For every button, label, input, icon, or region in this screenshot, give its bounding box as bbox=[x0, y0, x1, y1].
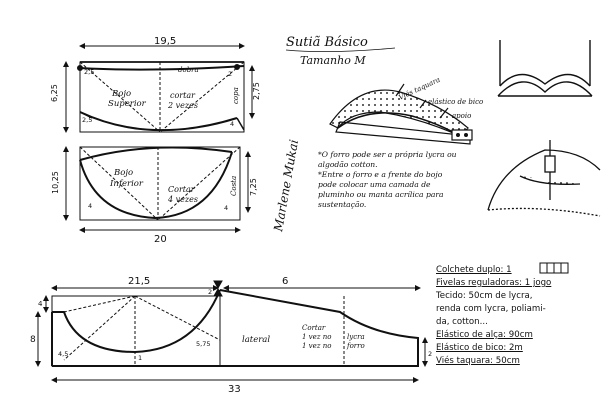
middle-piece bbox=[63, 146, 251, 233]
band-side-edge bbox=[219, 289, 419, 367]
material-regulators: Fivelas reguladoras: 1 jogo bbox=[436, 278, 552, 288]
material-clasp: Colchete duplo: 1 bbox=[436, 265, 512, 275]
support-label: apoio bbox=[452, 112, 471, 120]
band-right-height-label: 2 bbox=[428, 350, 432, 358]
band-diag-left-label: 4,5 bbox=[58, 350, 68, 358]
band-cup-curve bbox=[52, 289, 221, 354]
note-padding: *Entre o forro e a frente do bojo pode c… bbox=[318, 170, 444, 209]
material-edge-elastic: Elástico de bico: 2m bbox=[436, 343, 523, 353]
note-lining: *O forro pode ser a própria lycra ou alg… bbox=[318, 150, 457, 169]
top-width-label: 19,5 bbox=[154, 36, 176, 47]
middle-small-mark-2: 4 bbox=[224, 204, 228, 212]
middle-left-height-label: 10,25 bbox=[51, 171, 60, 194]
top-piece-name-2: Superior bbox=[108, 99, 147, 109]
band-cut-3: 1 vez no bbox=[302, 342, 331, 350]
band-lateral-label: lateral bbox=[242, 335, 270, 345]
top-piece-labels: 19,5 6,25 2,75 Bojo Superior cortar 2 ve… bbox=[50, 36, 261, 128]
top-piece-lower-edge bbox=[79, 111, 238, 132]
band-piece bbox=[35, 280, 428, 383]
top-cut-instruction-1: cortar bbox=[170, 91, 196, 100]
middle-piece-frame bbox=[79, 146, 241, 221]
hook-clasp-icon bbox=[539, 262, 569, 274]
top-small-mark-2: 4 bbox=[230, 120, 234, 128]
band-cut-1: Cortar bbox=[302, 324, 326, 332]
top-piece-name-1: Bojo bbox=[111, 89, 131, 99]
band-cut-2: 1 vez no bbox=[302, 333, 331, 341]
band-top-right-label: 6 bbox=[282, 276, 288, 287]
material-strap-elastic: Elástico de alça: 90cm bbox=[436, 330, 533, 340]
bra-section-illustration bbox=[329, 83, 473, 145]
title-block: Sutiã Básico Tamanho M bbox=[285, 35, 396, 67]
band-mid-mark: 1 bbox=[138, 354, 142, 362]
fold-label: dobra bbox=[178, 66, 199, 74]
material-fabric-3: da, cotton... bbox=[436, 317, 488, 327]
middle-piece-lower-edge bbox=[79, 151, 233, 220]
materials-list: Colchete duplo: 1 Fivelas reguladoras: 1… bbox=[436, 264, 602, 368]
band-left-small-label: 4 bbox=[38, 300, 43, 308]
notes-block: *O forro pode ser a própria lycra ou alg… bbox=[318, 150, 458, 210]
band-fabric-2: forro bbox=[346, 342, 365, 350]
material-fabric-2: renda com lycra, poliami- bbox=[436, 304, 546, 314]
top-piece-upper-edge bbox=[79, 65, 245, 71]
top-small-mark-1: 2,5 bbox=[82, 116, 92, 124]
middle-right-height-label: 7,25 bbox=[249, 178, 258, 196]
band-bottom-label: 33 bbox=[228, 384, 241, 395]
top-right-height-label: 2,75 bbox=[252, 82, 261, 100]
title-line-2: Tamanho M bbox=[300, 54, 366, 67]
band-fabric-1: lycra bbox=[347, 333, 365, 341]
middle-width-label: 20 bbox=[154, 234, 167, 245]
top-cut-instruction-2: 2 vezes bbox=[167, 101, 198, 110]
middle-piece-name-2: Inferior bbox=[109, 179, 144, 189]
middle-edge-label: Costa bbox=[230, 176, 238, 196]
band-left-height-label: 8 bbox=[30, 335, 36, 345]
band-frame-left bbox=[51, 295, 221, 367]
material-bias: Viés taquara: 50cm bbox=[436, 356, 520, 366]
title-line-1: Sutiã Básico bbox=[286, 35, 368, 50]
clasp-sketch bbox=[487, 140, 601, 217]
band-peak-mark: 2 bbox=[208, 288, 212, 296]
edge-elastic-label: elástico de bico bbox=[428, 98, 483, 106]
middle-piece-upper-edge bbox=[79, 146, 233, 161]
middle-cut-instruction-1: Cortar bbox=[168, 185, 196, 194]
signature: Marlene Mukai bbox=[271, 138, 301, 233]
top-mark-right: 2 bbox=[228, 70, 232, 78]
top-mark-left: 2,5 bbox=[84, 68, 94, 76]
top-edge-label: copa bbox=[232, 87, 240, 104]
material-fabric-1: Tecido: 50cm de lycra, bbox=[436, 291, 533, 301]
top-left-height-label: 6,25 bbox=[50, 84, 59, 102]
middle-piece-name-1: Bojo bbox=[113, 168, 133, 178]
middle-cut-instruction-2: 4 vezes bbox=[167, 195, 198, 204]
band-top-left-label: 21,5 bbox=[128, 276, 150, 287]
band-diag-right-label: 5,75 bbox=[196, 340, 210, 348]
band-labels: 21,5 6 33 8 4 4,5 5,75 1 2 2 lateral Cor… bbox=[30, 276, 432, 395]
middle-small-mark-1: 4 bbox=[88, 202, 92, 210]
top-piece bbox=[63, 43, 255, 133]
middle-piece-labels: 20 10,25 7,25 Bojo Inferior Cortar 4 vez… bbox=[51, 168, 258, 245]
bra-sketch bbox=[497, 40, 593, 97]
